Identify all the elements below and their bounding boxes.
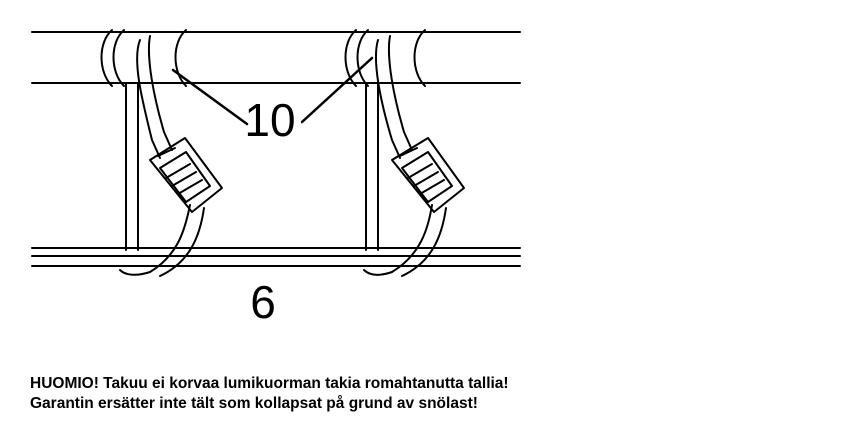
right-strap <box>363 35 447 277</box>
lower-bar <box>31 247 521 267</box>
right-ratchet-buckle <box>391 137 465 213</box>
vertical-posts <box>125 82 379 251</box>
warranty-notice: HUOMIO! Takuu ei korvaa lumikuorman taki… <box>30 374 509 414</box>
notice-line-finnish: HUOMIO! Takuu ei korvaa lumikuorman taki… <box>30 375 509 392</box>
assembly-diagram: 10 6 <box>31 29 521 328</box>
clamp-callout-label: 10 <box>244 94 295 146</box>
clamp-leader-lines <box>171 56 374 126</box>
bar-callout-label: 6 <box>250 276 276 328</box>
left-strap <box>119 35 205 277</box>
notice-line-swedish: Garantin ersätter inte tält som kollapsa… <box>30 395 478 412</box>
upper-pipe <box>31 29 521 87</box>
left-ratchet-buckle <box>149 137 223 213</box>
